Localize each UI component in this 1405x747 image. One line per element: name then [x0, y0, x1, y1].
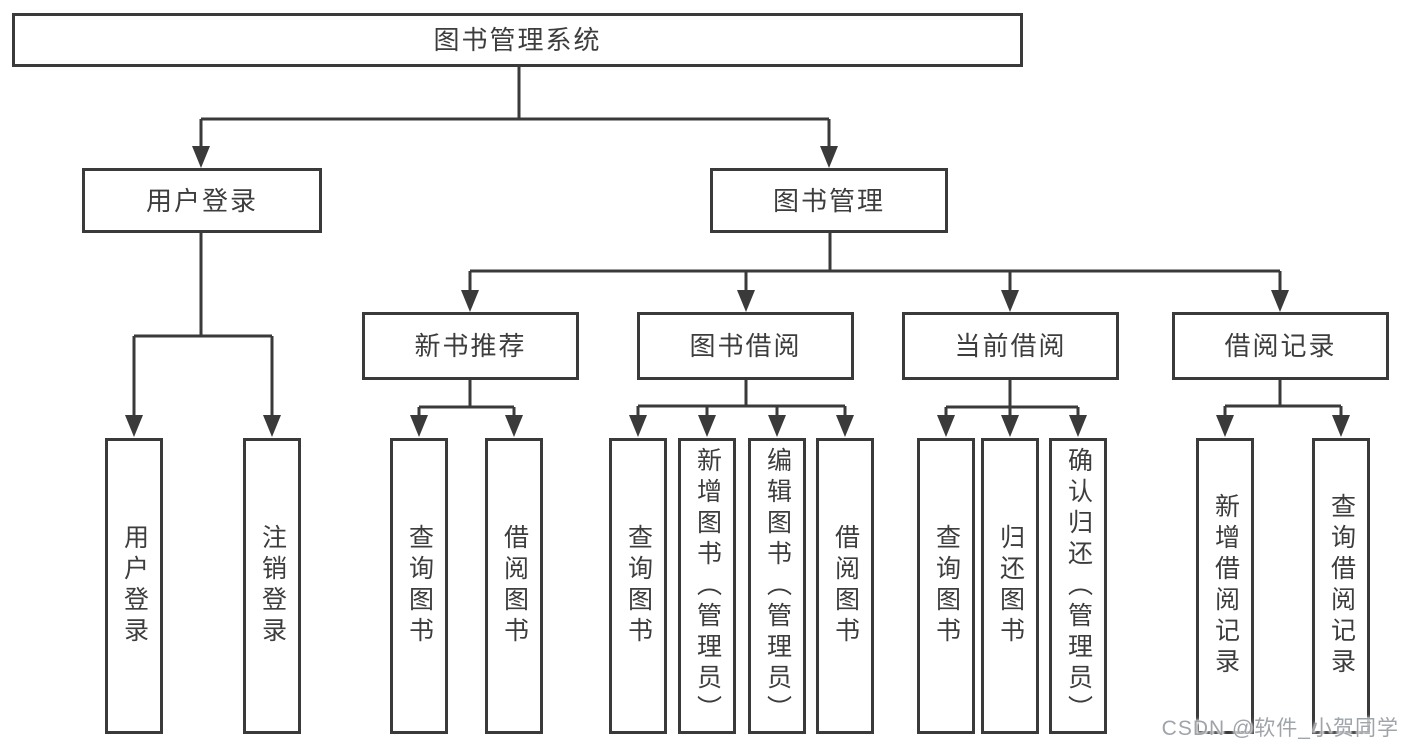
node-user-login: 用户登录 — [82, 168, 322, 233]
leaf-add-book-admin: 新增图书（管理员） — [678, 438, 736, 734]
leaf-borrow-books-borrowing: 借阅图书 — [816, 438, 874, 734]
node-label: 新增借阅记录 — [1211, 493, 1240, 679]
leaf-add-borrow-record: 新增借阅记录 — [1196, 438, 1254, 734]
csdn-watermark: CSDN @软件_小贺同学 — [1161, 717, 1399, 740]
node-label: 归还图书 — [996, 524, 1025, 648]
node-label: 查询图书 — [405, 524, 434, 648]
node-label: 确认归还（管理员） — [1064, 446, 1093, 726]
leaf-borrow-books-newrec: 借阅图书 — [485, 438, 543, 734]
node-label: 新书推荐 — [414, 331, 527, 361]
leaf-logout: 注销登录 — [243, 438, 301, 734]
node-borrowing-records: 借阅记录 — [1172, 312, 1389, 380]
connector-book-borrowing-children — [629, 380, 854, 437]
node-label: 图书管理系统 — [433, 25, 602, 55]
node-label: 注销登录 — [258, 524, 287, 648]
node-library-system: 图书管理系统 — [12, 13, 1023, 67]
node-label: 查询图书 — [624, 524, 653, 648]
leaf-return-book: 归还图书 — [981, 438, 1039, 734]
leaf-query-books-current: 查询图书 — [917, 438, 975, 734]
node-label: 新增图书（管理员） — [693, 446, 722, 726]
node-label: 查询借阅记录 — [1327, 493, 1356, 679]
connector-new-book-children — [410, 380, 523, 437]
node-label: 图书管理 — [772, 185, 885, 216]
node-label: 编辑图书（管理员） — [763, 446, 792, 726]
leaf-query-borrow-record: 查询借阅记录 — [1312, 438, 1370, 734]
node-new-book-recommendation: 新书推荐 — [362, 312, 579, 380]
node-label: 图书借阅 — [689, 331, 802, 361]
connector-book-management-children — [461, 233, 1289, 312]
node-book-borrowing: 图书借阅 — [637, 312, 854, 380]
node-label: 用户登录 — [120, 524, 149, 648]
leaf-query-books-borrowing: 查询图书 — [609, 438, 667, 734]
node-current-borrowing: 当前借阅 — [902, 312, 1119, 380]
node-label: 查询图书 — [932, 524, 961, 648]
node-book-management: 图书管理 — [710, 168, 948, 233]
leaf-edit-book-admin: 编辑图书（管理员） — [748, 438, 806, 734]
connector-borrowing-records-children — [1216, 380, 1350, 437]
leaf-query-books-newrec: 查询图书 — [390, 438, 448, 734]
connector-root-to-level2 — [192, 67, 838, 168]
leaf-user-login: 用户登录 — [105, 438, 163, 734]
node-label: 借阅图书 — [831, 524, 860, 648]
node-label: 借阅图书 — [500, 524, 529, 648]
node-label: 用户登录 — [145, 185, 258, 216]
connector-user-login-children — [125, 233, 281, 437]
node-label: 当前借阅 — [954, 331, 1067, 361]
leaf-confirm-return-admin: 确认归还（管理员） — [1049, 438, 1107, 734]
connector-current-borrowing-children — [937, 380, 1087, 437]
node-label: 借阅记录 — [1224, 331, 1337, 361]
